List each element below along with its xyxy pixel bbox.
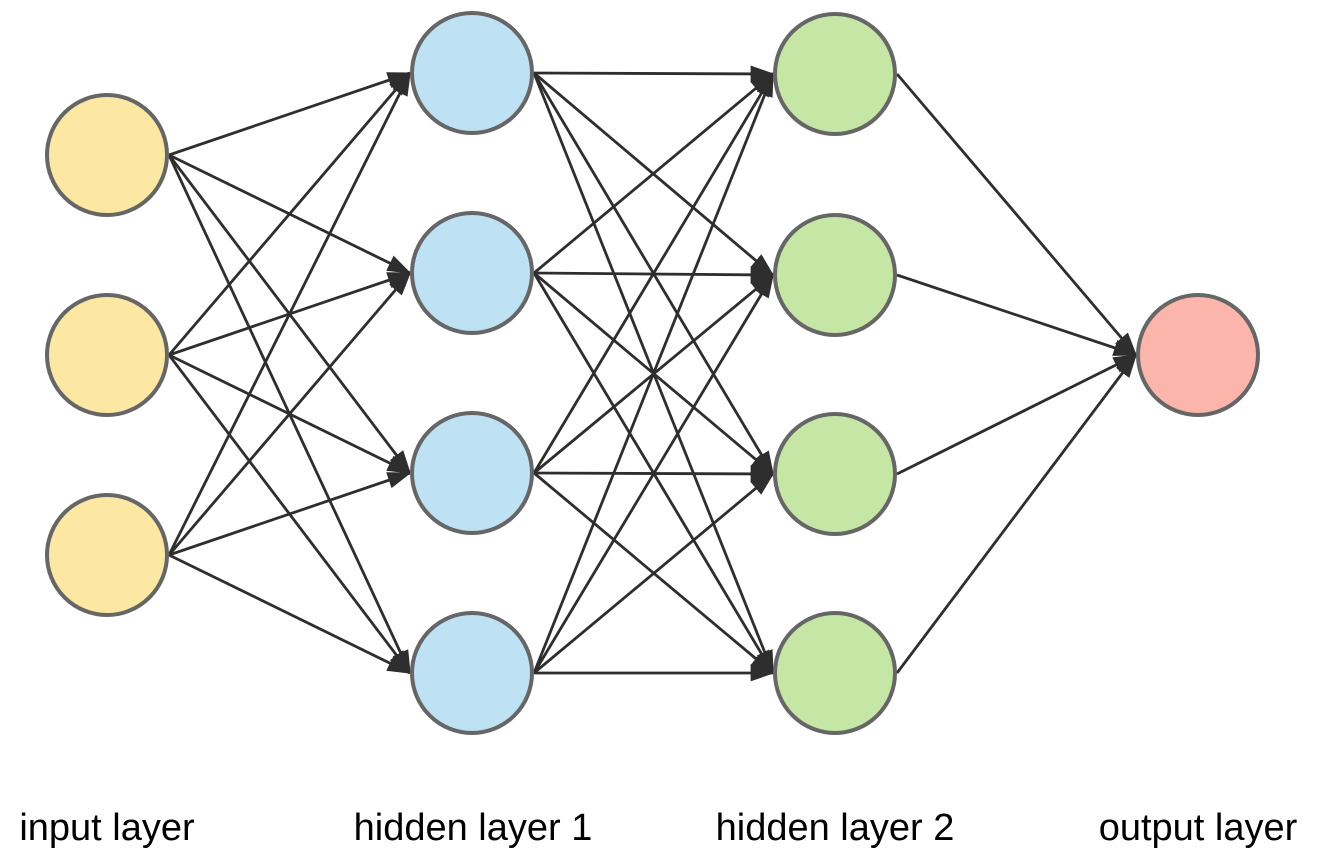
edge-hidden1-3-to-hidden2-1 bbox=[532, 72, 775, 474]
node-input-3 bbox=[45, 493, 169, 617]
edge-hidden2-1-to-output-1 bbox=[895, 73, 1138, 357]
node-hidden1-2 bbox=[410, 211, 534, 335]
node-hidden1-4 bbox=[410, 611, 534, 735]
edge-hidden1-1-to-hidden2-1 bbox=[533, 65, 775, 83]
node-hidden2-3 bbox=[773, 412, 897, 536]
node-hidden1-3 bbox=[410, 411, 534, 535]
edge-hidden1-4-to-hidden2-1 bbox=[532, 72, 775, 674]
edge-hidden2-4-to-output-1 bbox=[895, 353, 1138, 674]
edge-input-1-to-hidden1-1 bbox=[168, 71, 412, 157]
edge-hidden2-2-to-output-1 bbox=[896, 273, 1138, 357]
edge-input-3-to-hidden1-4 bbox=[168, 553, 412, 675]
edge-input-3-to-hidden1-1 bbox=[167, 71, 412, 556]
node-hidden2-1 bbox=[773, 12, 897, 136]
layer-label-input: input layer bbox=[19, 807, 195, 849]
labels-group: input layer hidden layer 1 hidden layer … bbox=[19, 807, 1297, 849]
edge-input-3-to-hidden1-3 bbox=[168, 471, 412, 557]
edges-group bbox=[167, 65, 1138, 682]
node-hidden1-1 bbox=[410, 11, 534, 135]
node-input-2 bbox=[45, 293, 169, 417]
node-output-1 bbox=[1136, 293, 1260, 417]
edge-hidden1-4-to-hidden2-2 bbox=[532, 273, 775, 674]
layer-label-hidden1: hidden layer 1 bbox=[354, 807, 593, 849]
node-input-1 bbox=[45, 93, 169, 217]
nodes-group bbox=[45, 11, 1260, 735]
edge-hidden2-3-to-output-1 bbox=[896, 353, 1138, 476]
edge-hidden1-4-to-hidden2-3 bbox=[533, 472, 775, 675]
node-hidden2-2 bbox=[773, 213, 897, 337]
layer-label-output: output layer bbox=[1099, 807, 1298, 849]
layer-label-hidden2: hidden layer 2 bbox=[716, 807, 955, 849]
edge-input-2-to-hidden1-1 bbox=[167, 71, 412, 356]
edge-input-3-to-hidden1-2 bbox=[167, 271, 412, 556]
node-hidden2-4 bbox=[773, 611, 897, 735]
edge-hidden1-2-to-hidden2-1 bbox=[533, 72, 775, 275]
